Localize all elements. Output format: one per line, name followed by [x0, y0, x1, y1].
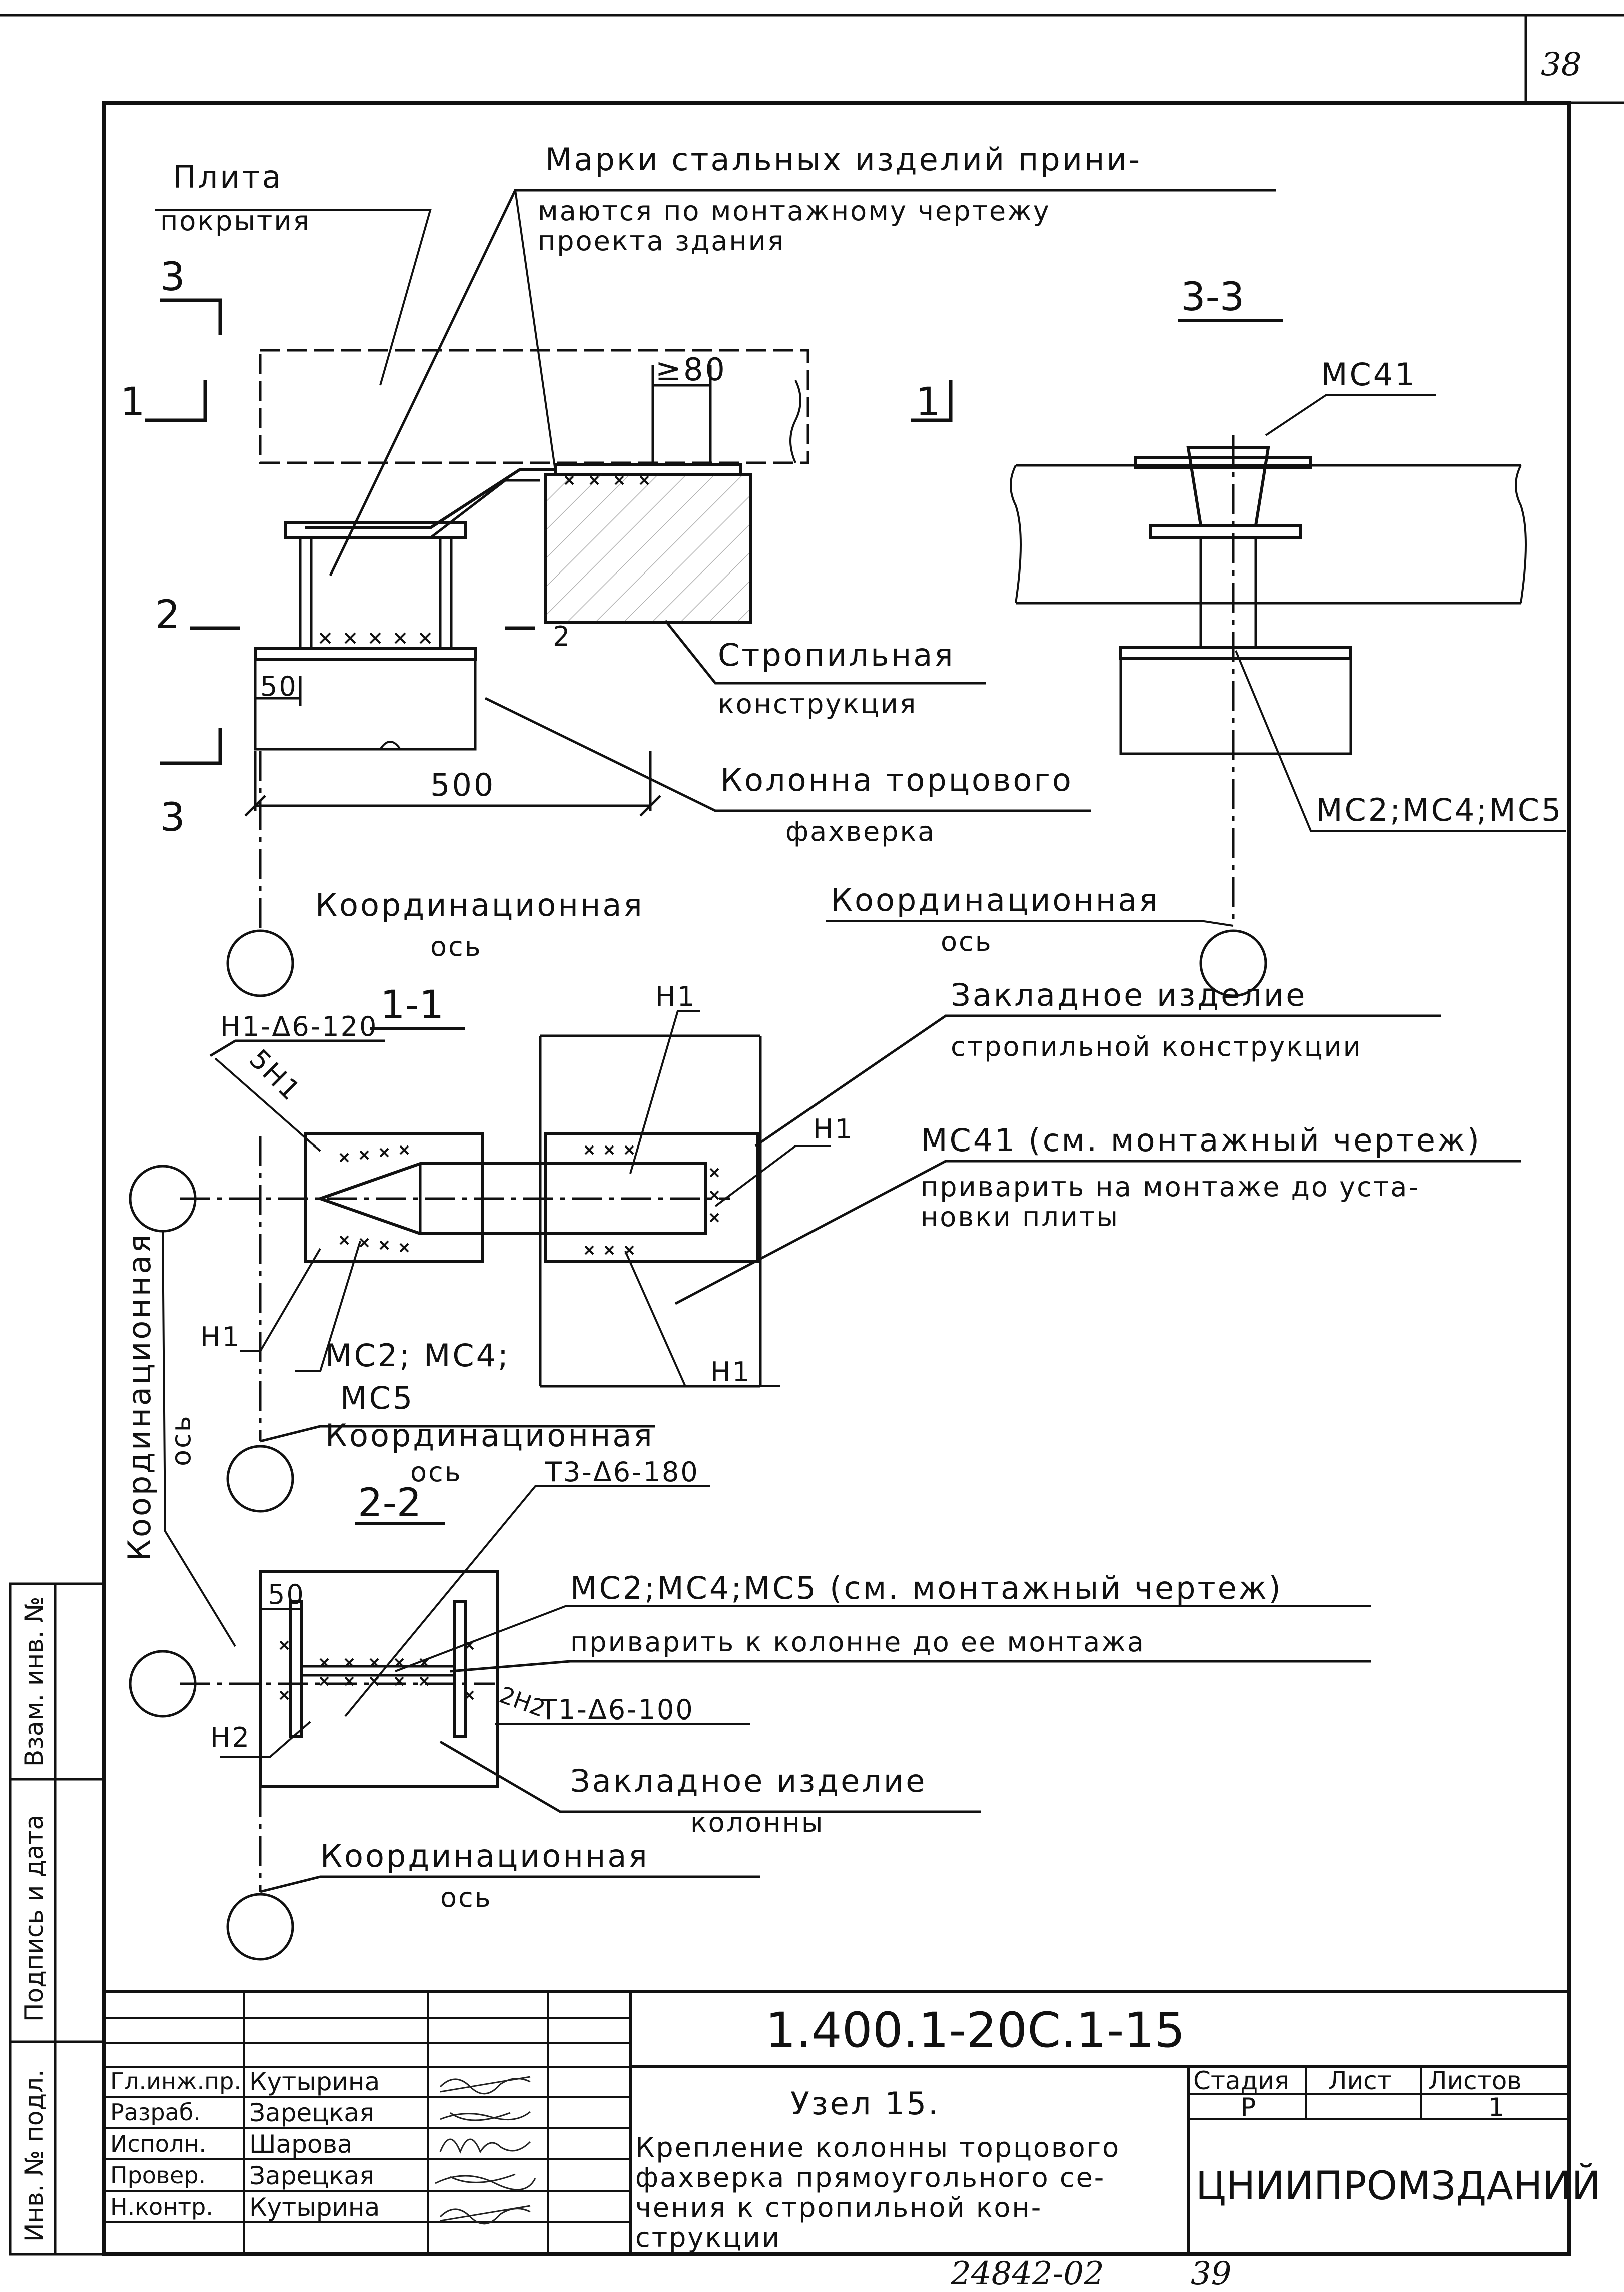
sheets-label: Листов — [1428, 2066, 1522, 2095]
title-name-4: Зарецкая — [249, 2161, 374, 2190]
side-stamp-podpis: Подпись и дата — [20, 1815, 49, 2022]
label-coord-3b: ось — [410, 1456, 462, 1488]
section-mark-1-1: 1-1 — [380, 983, 444, 1028]
stage-value: Р — [1241, 2093, 1256, 2122]
title-name-1: Кутырина — [249, 2067, 380, 2096]
section-1-1-view — [129, 1010, 1521, 1647]
title-role-2: Разраб. — [110, 2099, 201, 2126]
label-weld-t1: Т1-Δ6-100 — [540, 1694, 694, 1726]
label-marks-1: Марки стальных изделий прини- — [545, 141, 1142, 178]
label-n1-a: Н1 — [655, 981, 696, 1012]
doc-number: 1.400.1-20С.1-15 — [765, 2002, 1185, 2058]
section-2-2-view — [129, 1485, 1371, 1961]
label-mc345-33: МС2;МС4;МС5 — [1316, 792, 1563, 828]
label-embed-col-1: Закладное изделие — [570, 1763, 927, 1799]
label-mc-note-1: МС2;МС4;МС5 (см. монтажный чертеж) — [570, 1570, 1283, 1606]
section-mark-3b: 3 — [160, 795, 185, 840]
sheet-frame — [0, 14, 1624, 2256]
bottom-page: 39 — [1191, 2255, 1231, 2292]
organization: ЦНИИПРОМЗДАНИЙ — [1196, 2163, 1601, 2209]
label-plate-1: Плита — [173, 159, 283, 195]
mark-2: 2 — [553, 621, 571, 652]
label-coord-vert-axis: ось — [165, 1414, 197, 1466]
title-line-1: Узел 15. — [790, 2085, 940, 2122]
title-role-3: Исполн. — [110, 2130, 206, 2157]
title-line-5: струкции — [635, 2222, 781, 2253]
label-coord-4b: ось — [440, 1882, 492, 1913]
dim-50: 50 — [268, 1579, 305, 1610]
side-stamp — [9, 1582, 106, 2256]
title-block — [104, 1990, 1569, 2254]
section-mark-3a: 3 — [160, 255, 185, 300]
title-name-5: Кутырина — [249, 2193, 380, 2222]
label-marks-2: маются по монтажному чертежу — [538, 195, 1051, 227]
label-truss-1: Стропильная — [718, 637, 955, 673]
section-3-3-view — [826, 319, 1566, 997]
label-n2: Н2 — [210, 1722, 251, 1753]
dim-50-top: 50 — [260, 671, 298, 702]
page-number: 38 — [1541, 46, 1581, 83]
label-embed-col-2: колонны — [690, 1807, 824, 1838]
title-line-3: фахверка прямоугольного се- — [635, 2162, 1105, 2193]
label-embed-truss-1: Закладное изделие — [951, 977, 1307, 1013]
title-name-2: Зарецкая — [249, 2098, 374, 2127]
sheets-value: 1 — [1488, 2093, 1504, 2122]
title-role-5: Н.контр. — [110, 2193, 213, 2220]
section-mark-1a: 1 — [120, 380, 145, 425]
label-weld-5n1: 5Н1 — [243, 1043, 307, 1107]
weld-marks-1-1 — [339, 1145, 719, 1255]
label-n1-d: Н1 — [710, 1356, 751, 1388]
label-weld-h1: Н1-Δ6-120 — [220, 1011, 378, 1042]
label-coord-2a: Координационная — [831, 882, 1160, 918]
label-coord-1a: Координационная — [315, 887, 644, 923]
label-plate-2: покрытия — [160, 205, 311, 237]
label-mc-2-4: МС2; МС4; — [325, 1337, 510, 1374]
label-coord-vert: Координационная — [121, 1232, 158, 1561]
title-line-4: чения к стропильной кон- — [635, 2192, 1042, 2223]
label-mch1-note-1: МС41 (см. монтажный чертеж) — [921, 1122, 1481, 1159]
title-role-1: Гл.инж.пр. — [110, 2068, 241, 2095]
signatures — [435, 2076, 536, 2225]
section-mark-2a: 2 — [155, 593, 180, 638]
label-marks-3: проекта здания — [538, 225, 785, 257]
label-coord-1b: ось — [430, 931, 482, 962]
label-column-1: Колонна торцового — [720, 762, 1073, 798]
section-mark-2-2: 2-2 — [358, 1481, 421, 1526]
title-line-2: Крепление колонны торцового — [635, 2132, 1120, 2163]
label-mc-5: МС5 — [340, 1380, 414, 1416]
weld-marks-2-2 — [279, 1640, 474, 1700]
elevation-view — [145, 189, 1276, 997]
side-stamp-inv-podl: Инв. № подл. — [20, 2069, 49, 2242]
label-mch1-note-3: новки плиты — [921, 1201, 1119, 1233]
label-mc-note-2: приварить к колонне до ее монтажа — [570, 1626, 1145, 1658]
dim-80: ≥80 — [655, 351, 727, 388]
title-name-3: Шарова — [249, 2130, 353, 2159]
stage-label: Стадия — [1193, 2066, 1289, 2095]
bottom-stamp: 24842-02 — [950, 2255, 1104, 2292]
side-stamp-vzam: Взам. инв. № — [20, 1597, 49, 1767]
label-mch1-note-2: приварить на монтаже до уста- — [921, 1171, 1420, 1203]
label-column-2: фахверка — [785, 816, 936, 847]
weld-marks-elevation — [319, 475, 649, 644]
dim-500: 500 — [430, 767, 495, 803]
title-role-4: Провер. — [110, 2162, 206, 2189]
label-coord-2b: ось — [941, 926, 993, 957]
section-mark-3-3: 3-3 — [1181, 275, 1244, 320]
sheet-label: Лист — [1328, 2066, 1392, 2095]
label-coord-3a: Координационная — [325, 1417, 654, 1454]
label-truss-2: конструкция — [718, 688, 917, 720]
label-embed-truss-2: стропильной конструкции — [951, 1031, 1362, 1062]
label-n1-c: Н1 — [200, 1321, 241, 1353]
label-coord-4a: Координационная — [320, 1838, 649, 1874]
section-mark-1b: 1 — [916, 380, 941, 425]
label-weld-t3: Т3-Δ6-180 — [545, 1456, 699, 1488]
label-n1-b: Н1 — [813, 1113, 854, 1145]
label-mch1-33: МС41 — [1321, 356, 1417, 393]
